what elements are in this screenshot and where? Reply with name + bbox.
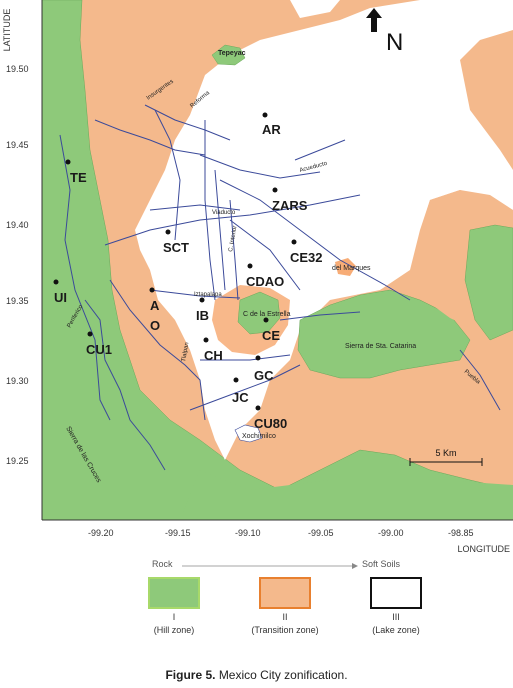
station-label: CU1 <box>86 342 112 357</box>
y-tick-1935: 19.35 <box>6 296 29 306</box>
station-dot <box>165 229 171 235</box>
north-arrow-icon <box>366 8 382 32</box>
sta-catarina-label: Sierra de Sta. Catarina <box>345 343 416 350</box>
station-label: CH <box>204 348 223 363</box>
station-label: TE <box>70 170 87 185</box>
station-dot <box>87 331 93 337</box>
legend-zone-name: (Lake zone) <box>372 625 420 635</box>
station-label: O <box>150 318 160 333</box>
y-tick-1945: 19.45 <box>6 140 29 150</box>
figure-caption: Figure 5. Mexico City zonification. <box>0 668 513 682</box>
station-dot <box>263 317 269 323</box>
x-tick-9905: -99.05 <box>308 528 334 538</box>
road-tlalpan: Tlalpan <box>181 342 190 362</box>
station-dot <box>247 263 253 269</box>
station-label: ZARS <box>272 198 308 213</box>
y-tick-1950: 19.50 <box>6 64 29 74</box>
legend-zone-name: (Hill zone) <box>153 625 195 635</box>
station-dot <box>199 297 205 303</box>
legend-zone-name: (Transition zone) <box>251 625 319 635</box>
station-label: AR <box>262 122 281 137</box>
legend-soft-soils-label: Soft Soils <box>362 559 401 569</box>
x-tick-9915: -99.15 <box>165 528 191 538</box>
scale-label: 5 Km <box>435 448 456 458</box>
station-label: A <box>150 298 160 313</box>
legend-arrow-icon <box>182 563 358 569</box>
station-dot <box>291 239 297 245</box>
caption-label: Figure 5. <box>165 668 216 682</box>
x-tick-9920: -99.20 <box>88 528 114 538</box>
station-dot <box>53 279 59 285</box>
xochimilco-lake <box>234 424 263 443</box>
station-label: SCT <box>163 240 189 255</box>
road-viaducto: Viaducto <box>212 210 236 216</box>
legend-rock-label: Rock <box>152 559 173 569</box>
estrella-label: C de la Estrella <box>243 311 291 318</box>
east-hill <box>464 224 513 341</box>
zone-legend: Rock Soft Soils I II III (Hill zone) (Tr… <box>0 555 513 655</box>
x-tick-9910: -99.10 <box>235 528 261 538</box>
x-tick-9900: -99.00 <box>378 528 404 538</box>
legend-transition-swatch <box>259 577 311 609</box>
legend-lake-swatch <box>370 577 422 609</box>
station-label: CDAO <box>246 274 284 289</box>
station-dot <box>255 355 261 361</box>
station-label: CU80 <box>254 416 287 431</box>
tepeyac-label: Tepeyac <box>218 50 246 57</box>
y-tick-1940: 19.40 <box>6 220 29 230</box>
scale-bar <box>409 458 483 466</box>
station-label: GC <box>254 368 274 383</box>
y-tick-1925: 19.25 <box>6 456 29 466</box>
y-tick-1930: 19.30 <box>6 376 29 386</box>
lake-zone-north <box>290 0 340 18</box>
station-dot <box>65 159 71 165</box>
y-axis-label: LATITUDE <box>2 9 12 52</box>
x-tick-labels: -99.20 -99.15 -99.10 -99.05 -99.00 -98.8… <box>88 528 474 538</box>
del-marques-label: del Marques <box>332 265 371 272</box>
station-dot <box>272 187 278 193</box>
road-interior: C. Interior <box>228 225 238 252</box>
tepeyac-hill <box>211 44 246 66</box>
station-dot <box>262 112 268 118</box>
xochimilco-label: Xochimilco <box>242 433 276 440</box>
legend-zone-roman: I <box>172 612 176 622</box>
station-label: UI <box>54 290 67 305</box>
transition-east <box>415 190 513 330</box>
station-dot <box>203 337 209 343</box>
hill-zone-south <box>180 470 513 520</box>
zonification-map: LATITUDE 19.50 19.45 19.40 19.35 19.30 1… <box>2 0 513 554</box>
del-marques-patch <box>335 258 356 276</box>
y-tick-labels: 19.50 19.45 19.40 19.35 19.30 19.25 <box>6 64 29 466</box>
station-label: JC <box>232 390 249 405</box>
station-dot <box>255 405 261 411</box>
road-network <box>59 104 501 471</box>
north-label: N <box>386 29 403 56</box>
station-label: CE <box>262 328 280 343</box>
x-axis-label: LONGITUDE <box>457 544 510 554</box>
station-label: IB <box>196 308 209 323</box>
legend-zone-roman: III <box>392 612 400 622</box>
estrella-hill <box>237 291 281 335</box>
legend-hill-swatch <box>148 577 200 609</box>
x-tick-9885: -98.85 <box>448 528 474 538</box>
station-dot <box>233 377 239 383</box>
caption-text: Mexico City zonification. <box>218 668 348 682</box>
road-iztapalapa: Iztapalapa <box>194 292 222 298</box>
station-label: CE32 <box>290 250 323 265</box>
sta-catarina-hill <box>297 289 471 379</box>
station-markers: AR TE ZARS SCT CE32 CDAO UI A O IB CE CU… <box>53 112 323 431</box>
station-dot <box>149 287 155 293</box>
legend-zone-roman: II <box>282 612 288 622</box>
